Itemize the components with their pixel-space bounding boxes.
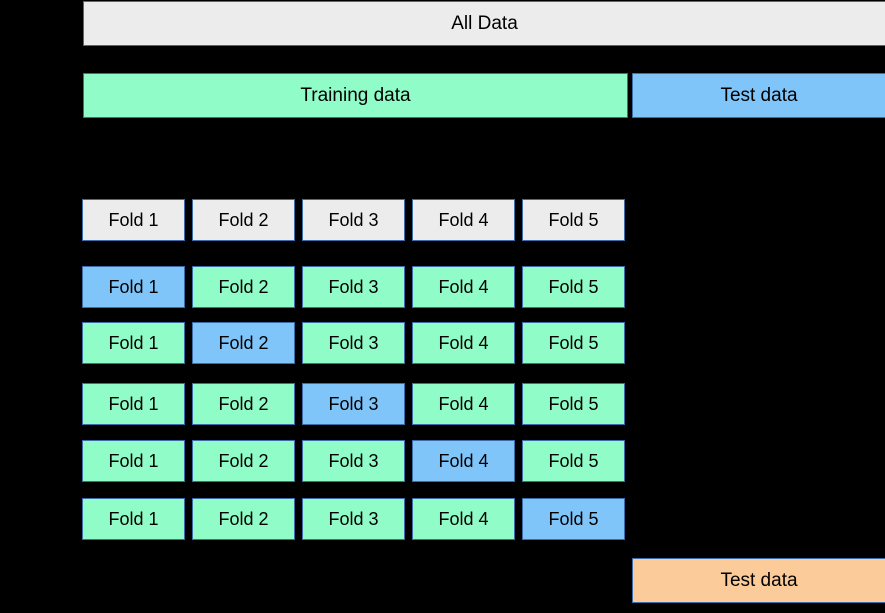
- fold-row-split-4: Fold 1 Fold 2 Fold 3 Fold 4 Fold 5: [82, 440, 626, 482]
- fold-row-split-2: Fold 1 Fold 2 Fold 3 Fold 4 Fold 5: [82, 322, 626, 364]
- fold-cell-label: Fold 1: [108, 277, 159, 297]
- fold-cell-label: Fold 4: [438, 509, 489, 529]
- fold-cell: Fold 1: [82, 322, 185, 364]
- fold-cell: Fold 5: [522, 322, 625, 364]
- test-data-box-bottom: Test data: [632, 558, 885, 603]
- fold-cell-label: Fold 5: [548, 394, 599, 414]
- fold-cell-label: Fold 4: [438, 277, 489, 297]
- fold-cell: Fold 5: [522, 266, 625, 308]
- all-data-label: All Data: [451, 13, 518, 34]
- test-data-label-bottom: Test data: [720, 570, 798, 591]
- fold-cell: Fold 4: [412, 383, 515, 425]
- fold-cell-label: Fold 5: [548, 333, 599, 353]
- fold-cell-label: Fold 3: [328, 451, 379, 471]
- fold-cell: Fold 5: [522, 498, 625, 540]
- fold-cell: Fold 4: [412, 322, 515, 364]
- fold-cell-label: Fold 4: [438, 394, 489, 414]
- fold-cell-label: Fold 5: [548, 451, 599, 471]
- fold-cell-label: Fold 2: [218, 333, 269, 353]
- fold-cell: Fold 3: [302, 440, 405, 482]
- fold-cell-label: Fold 2: [218, 394, 269, 414]
- fold-cell: Fold 1: [82, 498, 185, 540]
- fold-cell-label: Fold 5: [548, 210, 599, 230]
- fold-cell-label: Fold 1: [108, 210, 159, 230]
- test-data-box-top: Test data: [632, 73, 885, 118]
- fold-row-split-3: Fold 1 Fold 2 Fold 3 Fold 4 Fold 5: [82, 383, 626, 425]
- fold-cell-label: Fold 2: [218, 277, 269, 297]
- fold-cell-label: Fold 1: [108, 451, 159, 471]
- fold-cell: Fold 2: [192, 498, 295, 540]
- fold-cell-label: Fold 1: [108, 333, 159, 353]
- fold-cell: Fold 4: [412, 440, 515, 482]
- fold-cell-label: Fold 2: [218, 509, 269, 529]
- fold-cell-label: Fold 2: [218, 451, 269, 471]
- fold-cell: Fold 5: [522, 199, 625, 241]
- fold-cell: Fold 2: [192, 266, 295, 308]
- fold-cell-label: Fold 4: [438, 333, 489, 353]
- fold-cell-label: Fold 3: [328, 210, 379, 230]
- fold-cell-label: Fold 5: [548, 277, 599, 297]
- fold-row-folds-header-row: Fold 1 Fold 2 Fold 3 Fold 4 Fold 5: [82, 199, 626, 241]
- fold-cell: Fold 4: [412, 266, 515, 308]
- fold-cell-label: Fold 3: [328, 333, 379, 353]
- fold-cell: Fold 3: [302, 322, 405, 364]
- fold-cell: Fold 1: [82, 266, 185, 308]
- fold-cell: Fold 2: [192, 383, 295, 425]
- fold-cell-label: Fold 1: [108, 394, 159, 414]
- fold-cell: Fold 2: [192, 440, 295, 482]
- fold-cell: Fold 1: [82, 440, 185, 482]
- fold-cell: Fold 3: [302, 266, 405, 308]
- fold-cell: Fold 4: [412, 199, 515, 241]
- fold-cell-label: Fold 1: [108, 509, 159, 529]
- fold-cell-label: Fold 3: [328, 509, 379, 529]
- fold-cell: Fold 4: [412, 498, 515, 540]
- fold-cell: Fold 2: [192, 322, 295, 364]
- fold-cell-label: Fold 3: [328, 277, 379, 297]
- training-data-label: Training data: [300, 85, 411, 106]
- fold-cell-label: Fold 5: [548, 509, 599, 529]
- fold-cell: Fold 3: [302, 383, 405, 425]
- fold-cell: Fold 3: [302, 498, 405, 540]
- fold-cell-label: Fold 2: [218, 210, 269, 230]
- fold-row-split-5: Fold 1 Fold 2 Fold 3 Fold 4 Fold 5: [82, 498, 626, 540]
- test-data-label-top: Test data: [720, 85, 798, 106]
- fold-cell-label: Fold 3: [328, 394, 379, 414]
- fold-cell: Fold 2: [192, 199, 295, 241]
- training-data-box: Training data: [83, 73, 628, 118]
- all-data-box: All Data: [83, 1, 885, 46]
- fold-cell: Fold 3: [302, 199, 405, 241]
- fold-cell: Fold 5: [522, 383, 625, 425]
- fold-cell: Fold 1: [82, 199, 185, 241]
- fold-row-split-1: Fold 1 Fold 2 Fold 3 Fold 4 Fold 5: [82, 266, 626, 308]
- fold-cell: Fold 5: [522, 440, 625, 482]
- fold-cell-label: Fold 4: [438, 210, 489, 230]
- fold-cell-label: Fold 4: [438, 451, 489, 471]
- fold-cell: Fold 1: [82, 383, 185, 425]
